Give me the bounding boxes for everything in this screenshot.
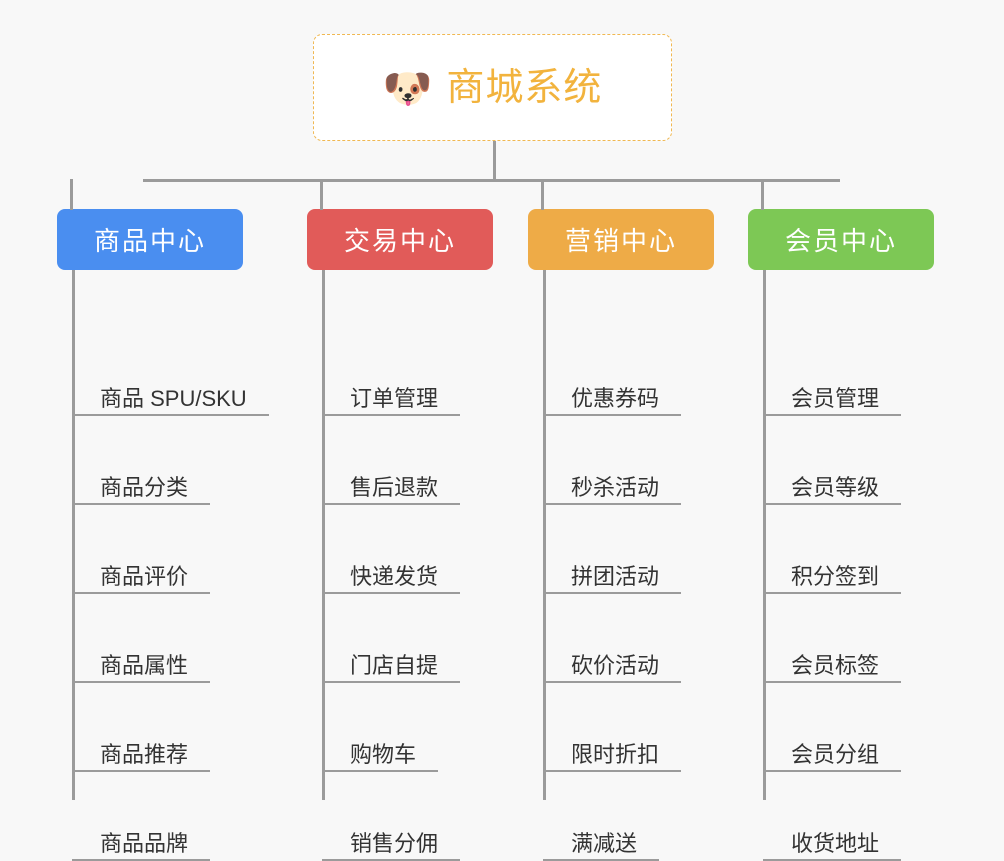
leaf-item[interactable]: 拼团活动 bbox=[543, 548, 682, 594]
category-header-label: 会员中心 bbox=[784, 226, 897, 256]
category-header-label: 商品中心 bbox=[93, 226, 206, 256]
leaf-item-label: 满减送 bbox=[571, 831, 638, 856]
category-header-marketing-center[interactable]: 营销中心 bbox=[528, 209, 714, 270]
leaf-item-label: 会员标签 bbox=[791, 653, 880, 678]
leaf-item-label: 会员管理 bbox=[791, 386, 880, 411]
column-trunk-product-center bbox=[72, 270, 75, 800]
leaf-item[interactable]: 会员分组 bbox=[763, 726, 902, 772]
leaf-item[interactable]: 优惠券码 bbox=[543, 370, 682, 416]
leaf-item-label: 商品属性 bbox=[100, 653, 189, 678]
leaf-item-label: 购物车 bbox=[350, 742, 417, 767]
dog-face-icon: 🐶 bbox=[382, 66, 433, 111]
leaf-item-label: 门店自提 bbox=[350, 653, 439, 678]
connector-drop-marketing-center bbox=[541, 179, 544, 210]
leaf-item-label: 限时折扣 bbox=[571, 742, 660, 767]
leaf-item-label: 优惠券码 bbox=[571, 386, 660, 411]
leaf-item-label: 销售分佣 bbox=[350, 831, 439, 856]
column-trade-center: 交易中心订单管理售后退款快递发货门店自提购物车销售分佣 bbox=[307, 209, 493, 861]
leaf-item[interactable]: 限时折扣 bbox=[543, 726, 682, 772]
category-header-product-center[interactable]: 商品中心 bbox=[57, 209, 243, 270]
connector-drop-member-center bbox=[761, 179, 764, 210]
leaf-item[interactable]: 售后退款 bbox=[322, 459, 461, 505]
connector-root-vertical bbox=[493, 141, 496, 181]
leaf-item-label: 订单管理 bbox=[350, 386, 439, 411]
leaf-item[interactable]: 会员标签 bbox=[763, 637, 902, 683]
leaf-item[interactable]: 满减送 bbox=[543, 815, 660, 861]
leaf-item-label: 积分签到 bbox=[791, 564, 880, 589]
leaf-item[interactable]: 商品品牌 bbox=[72, 815, 211, 861]
leaf-item[interactable]: 快递发货 bbox=[322, 548, 461, 594]
leaf-item-label: 商品推荐 bbox=[100, 742, 189, 767]
leaf-item-label: 商品分类 bbox=[100, 475, 189, 500]
column-marketing-center: 营销中心优惠券码秒杀活动拼团活动砍价活动限时折扣满减送 bbox=[528, 209, 714, 861]
column-product-center: 商品中心商品 SPU/SKU 商品分类商品评价商品属性商品推荐商品品牌 bbox=[57, 209, 269, 861]
connector-horizontal-bus bbox=[143, 179, 840, 182]
leaf-item[interactable]: 商品 SPU/SKU bbox=[72, 370, 269, 416]
leaf-item[interactable]: 门店自提 bbox=[322, 637, 461, 683]
leaf-item-label: 会员等级 bbox=[791, 475, 880, 500]
leaf-item[interactable]: 秒杀活动 bbox=[543, 459, 682, 505]
org-chart-canvas: 🐶 商城系统 商品中心商品 SPU/SKU 商品分类商品评价商品属性商品推荐商品品… bbox=[57, 34, 934, 861]
category-header-trade-center[interactable]: 交易中心 bbox=[307, 209, 493, 270]
leaf-item[interactable]: 会员管理 bbox=[763, 370, 902, 416]
category-header-label: 交易中心 bbox=[343, 226, 456, 256]
leaf-item-label: 快递发货 bbox=[350, 564, 439, 589]
leaf-item[interactable]: 商品分类 bbox=[72, 459, 211, 505]
column-trunk-trade-center bbox=[322, 270, 325, 800]
column-member-center: 会员中心会员管理会员等级积分签到会员标签会员分组收货地址 bbox=[748, 209, 934, 861]
leaf-item[interactable]: 会员等级 bbox=[763, 459, 902, 505]
column-trunk-member-center bbox=[763, 270, 766, 800]
category-header-member-center[interactable]: 会员中心 bbox=[748, 209, 934, 270]
leaf-item-label: 砍价活动 bbox=[571, 653, 660, 678]
leaf-item-label: 商品品牌 bbox=[100, 831, 189, 856]
leaf-item-label: 商品评价 bbox=[100, 564, 189, 589]
connector-drop-product-center bbox=[70, 179, 73, 210]
connector-drop-trade-center bbox=[320, 179, 323, 210]
leaf-item[interactable]: 商品推荐 bbox=[72, 726, 211, 772]
leaf-item[interactable]: 销售分佣 bbox=[322, 815, 461, 861]
leaf-item-label: 商品 SPU/SKU bbox=[100, 386, 247, 411]
leaf-item-label: 秒杀活动 bbox=[571, 475, 660, 500]
leaf-item[interactable]: 收货地址 bbox=[763, 815, 902, 861]
leaf-item[interactable]: 积分签到 bbox=[763, 548, 902, 594]
leaf-item[interactable]: 商品属性 bbox=[72, 637, 211, 683]
root-title: 商城系统 bbox=[446, 66, 603, 109]
root-node[interactable]: 🐶 商城系统 bbox=[313, 34, 672, 141]
column-trunk-marketing-center bbox=[543, 270, 546, 800]
category-header-label: 营销中心 bbox=[564, 226, 677, 256]
leaf-item-label: 拼团活动 bbox=[571, 564, 660, 589]
leaf-item-label: 收货地址 bbox=[791, 831, 880, 856]
leaf-item[interactable]: 购物车 bbox=[322, 726, 439, 772]
leaf-item[interactable]: 砍价活动 bbox=[543, 637, 682, 683]
leaf-item-label: 会员分组 bbox=[791, 742, 880, 767]
leaf-item[interactable]: 商品评价 bbox=[72, 548, 211, 594]
leaf-item-label: 售后退款 bbox=[350, 475, 439, 500]
leaf-item[interactable]: 订单管理 bbox=[322, 370, 461, 416]
